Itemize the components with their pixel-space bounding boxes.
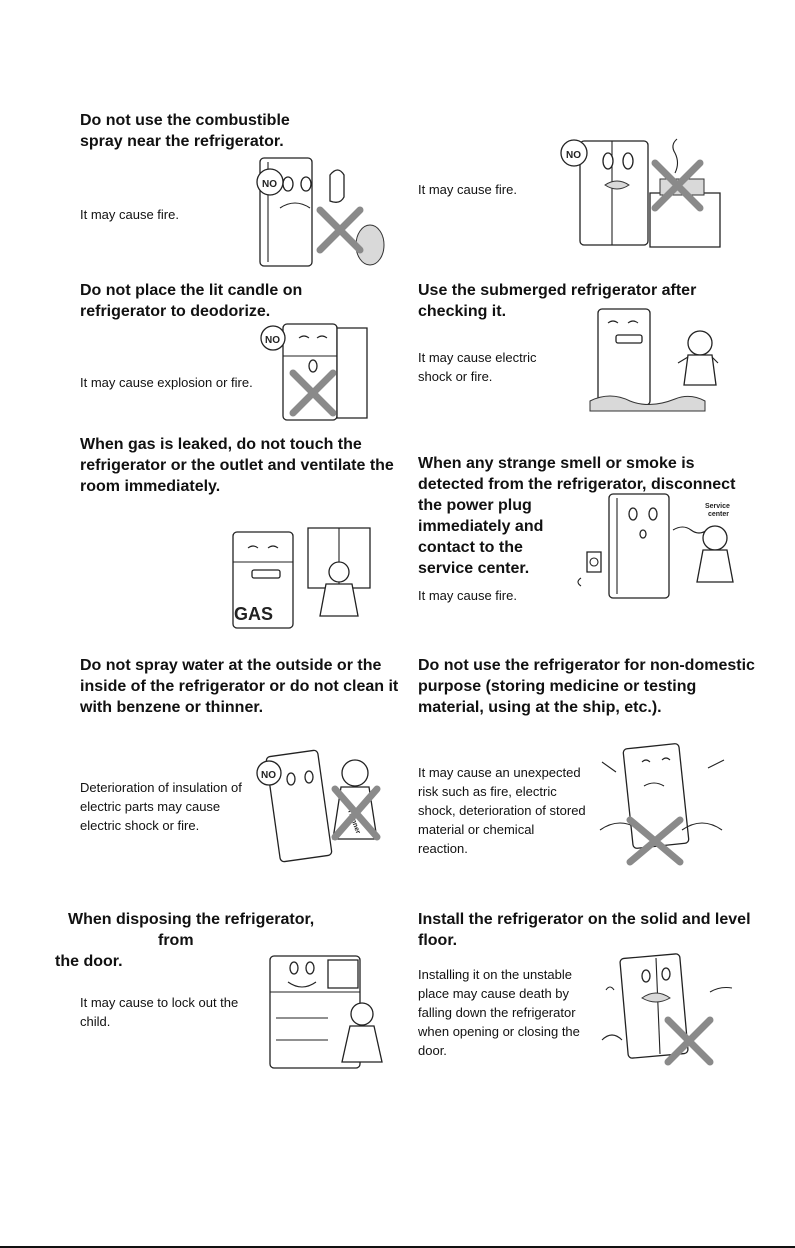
section-body: It may cause fire.: [80, 205, 179, 224]
illustration-spray: NO: [240, 150, 390, 270]
section-strange-smell: When any strange smell or smoke is detec…: [418, 453, 735, 579]
body-line: shock, deterioration of stored: [418, 803, 586, 818]
heading-line: service center.: [418, 560, 530, 577]
no-sign-label: NO: [262, 179, 277, 190]
section-body: It may cause electric shock or fire.: [418, 348, 537, 386]
illustration-level-floor: [598, 950, 738, 1070]
heading-line: room immediately.: [80, 478, 221, 495]
body-line: material or chemical: [418, 822, 535, 837]
body-line: It may cause electric: [418, 350, 537, 365]
heading-line: checking it.: [418, 303, 507, 320]
section-body: Deterioration of insulation of electric …: [80, 778, 242, 835]
service-center-label: Service: [705, 503, 730, 510]
body-line: child.: [80, 1014, 111, 1029]
heading-line: refrigerator or the outlet and ventilate…: [80, 457, 394, 474]
no-sign-label: NO: [566, 150, 581, 161]
body-line: It may cause fire.: [418, 588, 517, 603]
section-heading: Do not use the combustible spray near th…: [80, 110, 290, 152]
body-line: It may cause explosion or fire.: [80, 375, 253, 390]
section-heading: When disposing the refrigerator, from th…: [55, 909, 328, 972]
illustration-disposing: [266, 952, 386, 1072]
illustration-smoke: Service center: [565, 490, 745, 602]
section-spray-water: Do not spray water at the outside or the…: [80, 655, 398, 718]
section-level-floor: Install the refrigerator on the solid an…: [418, 909, 751, 951]
no-sign-label: NO: [261, 770, 276, 781]
body-line: reaction.: [418, 841, 468, 856]
section-heading: Do not spray water at the outside or the…: [80, 655, 398, 718]
heading-line: Do not spray water at the outside or the: [80, 657, 382, 674]
heading-line: Do not use the combustible: [80, 112, 290, 129]
heading-line: Use the submerged refrigerator after: [418, 282, 697, 299]
illustration-gas-leak: GAS: [208, 522, 383, 642]
no-sign-label: NO: [265, 335, 280, 346]
section-heading: Do not use the refrigerator for non-dome…: [418, 655, 755, 718]
heading-line: purpose (storing medicine or testing: [418, 678, 697, 695]
body-line: place may cause death by: [418, 986, 570, 1001]
section-heading: Install the refrigerator on the solid an…: [418, 909, 751, 951]
section-body: It may cause an unexpected risk such as …: [418, 763, 586, 858]
illustration-submerged: [580, 303, 730, 413]
heading-line: When disposing the refrigerator,: [68, 911, 315, 928]
heading-line: from: [158, 932, 194, 949]
body-line: risk such as fire, electric: [418, 784, 557, 799]
illustration-stove: NO: [550, 133, 725, 253]
section-body: It may cause fire.: [418, 586, 517, 605]
section-body: It may cause to lock out the child.: [80, 993, 238, 1031]
heading-line: detected from the refrigerator, disconne…: [418, 476, 736, 493]
body-line: It may cause an unexpected: [418, 765, 581, 780]
heading-line: the power plug: [418, 497, 532, 514]
section-body: It may cause explosion or fire.: [80, 373, 253, 392]
body-line: electric parts may cause: [80, 799, 221, 814]
gas-label: GAS: [234, 604, 273, 624]
heading-line: spray near the refrigerator.: [80, 133, 284, 150]
section-gas-leak: When gas is leaked, do not touch the ref…: [80, 434, 394, 497]
heading-line: inside of the refrigerator or do not cle…: [80, 678, 399, 695]
heading-line: Install the refrigerator on the solid an…: [418, 911, 751, 928]
section-non-domestic: Do not use the refrigerator for non-dome…: [418, 655, 755, 718]
heading-line: the door.: [55, 953, 123, 970]
body-line: Deterioration of insulation of: [80, 780, 242, 795]
section-disposing: When disposing the refrigerator, from th…: [55, 909, 328, 972]
section-submerged: Use the submerged refrigerator after che…: [418, 280, 696, 322]
section-heading: Do not place the lit candle on refrigera…: [80, 280, 302, 322]
heading-line: refrigerator to deodorize.: [80, 303, 271, 320]
illustration-non-domestic: [592, 740, 732, 865]
section-heading: When gas is leaked, do not touch the ref…: [80, 434, 394, 497]
heading-line: Do not place the lit candle on: [80, 282, 303, 299]
heading-line: contact to the: [418, 539, 523, 556]
body-line: when opening or closing the: [418, 1024, 580, 1039]
body-line: shock or fire.: [418, 369, 493, 384]
heading-line: When gas is leaked, do not touch the: [80, 436, 362, 453]
heading-line: immediately and: [418, 518, 544, 535]
body-line: Installing it on the unstable: [418, 967, 572, 982]
heading-line: floor.: [418, 932, 458, 949]
body-line: It may cause to lock out the: [80, 995, 239, 1010]
heading-line: When any strange smell or smoke is: [418, 455, 695, 472]
body-line: falling down the refrigerator: [418, 1005, 576, 1020]
section-lit-candle: Do not place the lit candle on refrigera…: [80, 280, 302, 322]
heading-line: material, using at the ship, etc.).: [418, 699, 662, 716]
section-heading: Use the submerged refrigerator after che…: [418, 280, 696, 322]
section-combustible-spray: Do not use the combustible spray near th…: [80, 110, 290, 152]
heading-line: with benzene or thinner.: [80, 699, 264, 716]
body-line: door.: [418, 1043, 447, 1058]
section-heading: When any strange smell or smoke is detec…: [418, 453, 735, 579]
section-body: It may cause fire.: [418, 180, 517, 199]
body-line: It may cause fire.: [418, 182, 517, 197]
heading-line: Do not use the refrigerator for non-dome…: [418, 657, 755, 674]
illustration-candle: NO: [255, 318, 375, 423]
page-bottom-rule: [0, 1246, 795, 1248]
illustration-spray-water: NO Thinner: [255, 745, 390, 865]
body-line: It may cause fire.: [80, 207, 179, 222]
section-body: Installing it on the unstable place may …: [418, 965, 580, 1060]
body-line: electric shock or fire.: [80, 818, 200, 833]
service-center-label: center: [708, 511, 729, 518]
